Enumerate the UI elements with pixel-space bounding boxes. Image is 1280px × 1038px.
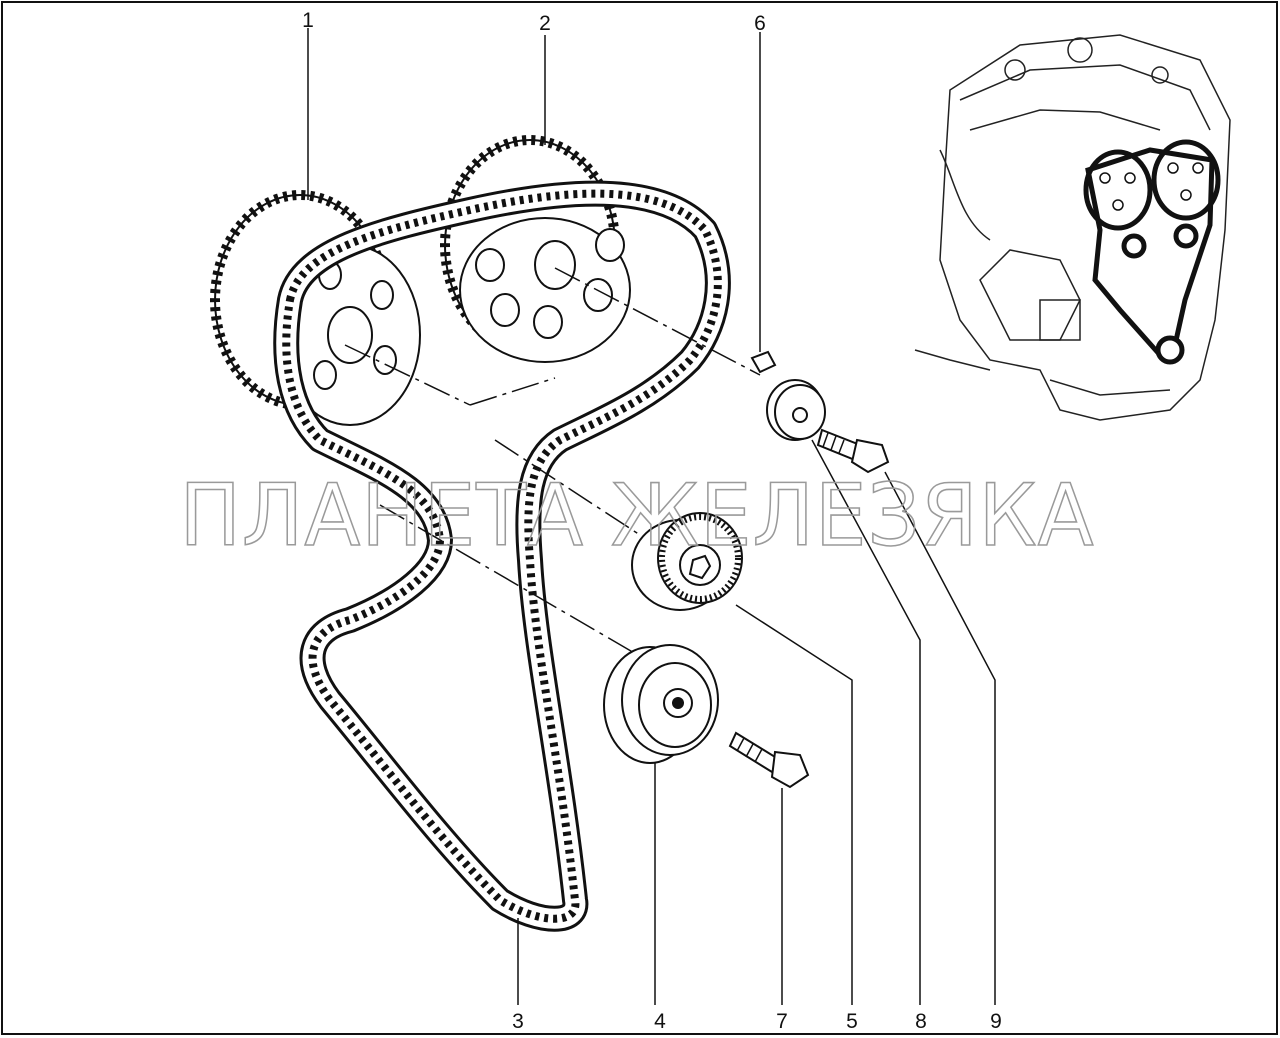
woodruff-key-6 [750, 350, 777, 374]
timing-belt-3 [273, 180, 731, 932]
idler-roller-5 [631, 512, 743, 611]
engine-pulley-holes [1099, 162, 1204, 211]
tensioner-roller-4 [603, 644, 719, 764]
engine-timing-highlight [1083, 139, 1221, 365]
watermark-text: ПЛАНЕТА ЖЕЛЕЗЯКА [180, 466, 1095, 566]
bolt-7 [728, 731, 810, 789]
bolt-9 [816, 428, 890, 474]
callout-6: 6 [754, 12, 766, 35]
callout-8: 8 [915, 1010, 927, 1033]
engine-overview-thumbnail [914, 34, 1231, 421]
callout-7: 7 [776, 1010, 788, 1033]
leader-lines [307, 28, 996, 1005]
callout-3: 3 [512, 1010, 524, 1033]
callout-2: 2 [539, 12, 551, 35]
washer-8 [766, 379, 826, 441]
callout-9: 9 [990, 1010, 1002, 1033]
callout-1: 1 [302, 9, 314, 32]
assembly-axis-lines [344, 267, 761, 666]
camshaft-pulley-2 [440, 135, 631, 363]
callout-5: 5 [846, 1010, 858, 1033]
callout-4: 4 [654, 1010, 666, 1033]
